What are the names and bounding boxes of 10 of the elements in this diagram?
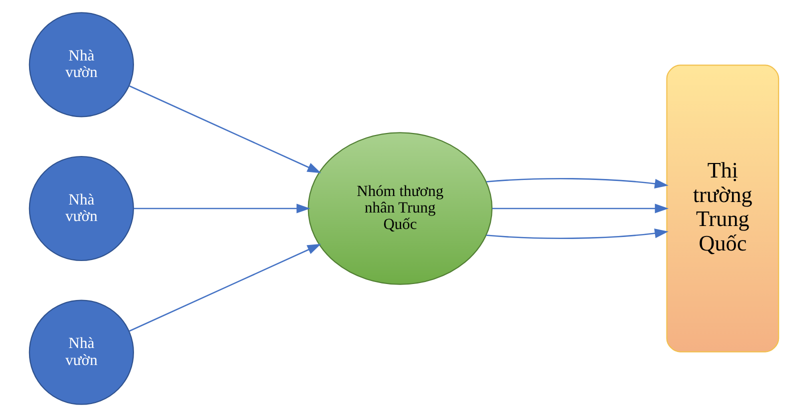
arrow [128, 85, 322, 174]
node-circle: Nhà vườn [28, 156, 134, 262]
node-circle: Nhà vườn [28, 300, 134, 405]
arrow [134, 204, 310, 214]
arrow [486, 228, 668, 240]
arrow [128, 244, 322, 332]
node-box: Thị trường Trung Quốc [666, 64, 780, 352]
arrow [492, 204, 669, 214]
node-circle: Nhà vườn [28, 12, 134, 118]
arrow [486, 178, 668, 188]
